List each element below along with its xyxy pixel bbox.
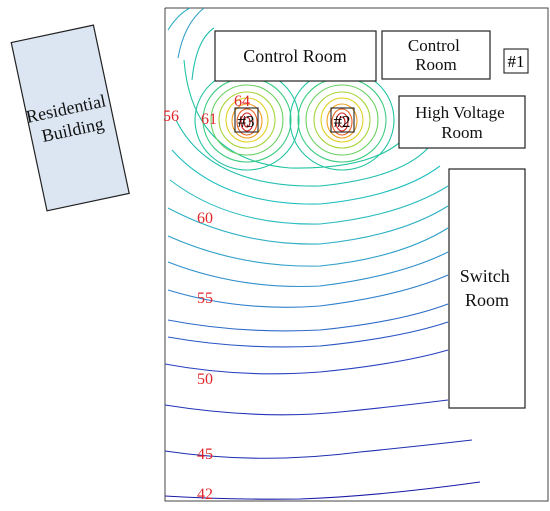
source-3-contours: [194, 69, 300, 171]
contour-line-42: [164, 481, 481, 500]
contour-line-55: [167, 274, 449, 308]
contour-label-64: 64: [234, 93, 250, 110]
high-voltage-room: High Voltage Room: [398, 95, 526, 149]
control-room-main-label: Control Room: [243, 46, 347, 66]
source-marker-3-label: #3: [238, 112, 255, 131]
source-marker-1: #1: [503, 48, 529, 74]
contour-line-58: [167, 205, 449, 245]
contour-lines: [164, 7, 481, 500]
contour-labels: 64 61 56 60 55 50 45 42: [163, 93, 250, 503]
source-marker-1-label: #1: [508, 52, 525, 71]
contour-line-60b: [175, 119, 429, 187]
switch-room: Switch Room: [448, 168, 526, 409]
contour-label-42: 42: [197, 486, 213, 503]
contour-line-50: [164, 349, 449, 375]
contour-line-57: [167, 227, 449, 267]
source-marker-3: #3: [234, 107, 259, 133]
svg-text:Control Room: Control Room: [408, 36, 464, 74]
contour-label-55: 55: [197, 290, 213, 307]
contour-line-top-a: [167, 7, 191, 31]
contour-line-45: [164, 439, 473, 459]
contour-label-45: 45: [197, 446, 213, 463]
svg-text:Switch Room: Switch Room: [460, 266, 515, 310]
svg-text:High Voltage Room: High Voltage Room: [415, 103, 509, 142]
contour-line-52: [167, 321, 449, 348]
control-room-main: Control Room: [214, 30, 377, 82]
contour-label-60: 60: [197, 210, 213, 227]
source-marker-2: #2: [330, 107, 355, 133]
control-room-small: Control Room: [381, 30, 491, 80]
contour-line-53: [167, 303, 449, 332]
contour-line-top-c: [191, 27, 215, 81]
contour-line-56: [167, 251, 449, 288]
source-2-contours: [289, 69, 395, 171]
contour-line-59: [169, 179, 449, 225]
contour-label-56: 56: [163, 108, 179, 125]
contour-line-top-b: [177, 7, 205, 59]
contour-line-60: [171, 149, 441, 205]
control-room-small-line2: Room: [415, 55, 457, 74]
residential-building: Residential Building: [10, 24, 130, 212]
switch-room-line2: Room: [465, 290, 509, 310]
contour-line-48: [164, 399, 449, 416]
high-voltage-room-line2: Room: [441, 123, 483, 142]
source-marker-2-label: #2: [334, 112, 351, 131]
contour-label-50: 50: [197, 371, 213, 388]
contour-label-61: 61: [201, 111, 217, 128]
control-room-small-line1: Control: [408, 36, 460, 55]
switch-room-line1: Switch: [460, 266, 510, 286]
high-voltage-room-line1: High Voltage: [415, 103, 505, 122]
site-boundary: [164, 7, 549, 502]
